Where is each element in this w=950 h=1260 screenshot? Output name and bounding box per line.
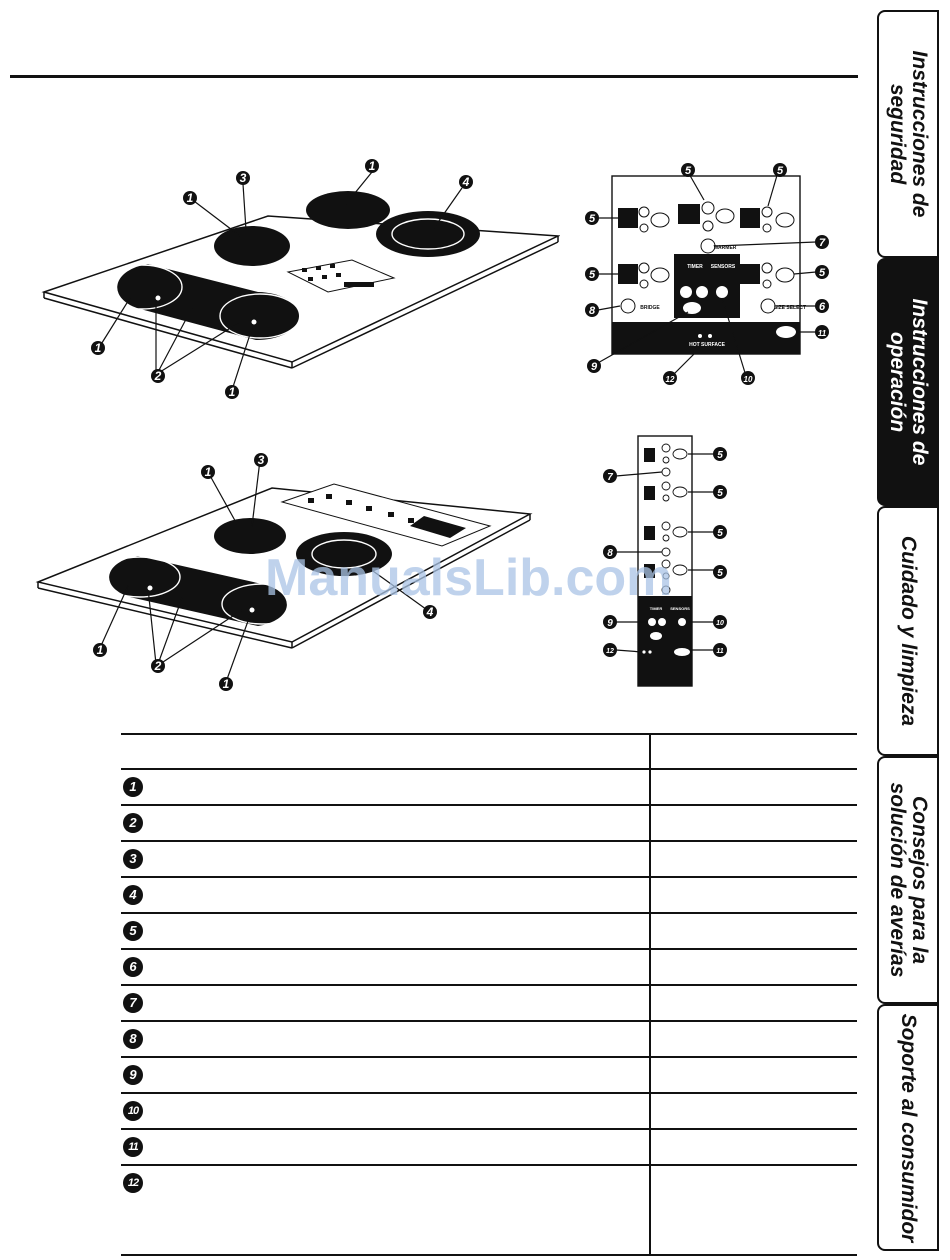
- sensors-label: SENSORS: [711, 264, 736, 270]
- callout-9: 9: [591, 361, 598, 373]
- callout-5: 5: [717, 488, 723, 499]
- callout-1: 1: [229, 385, 236, 399]
- table-row: 4: [121, 878, 857, 914]
- tab-label-line: Soporte al consumidor: [897, 1013, 920, 1242]
- tab-label-line: Cuidado y limpieza: [897, 535, 920, 727]
- callout-8: 8: [607, 548, 613, 559]
- bridge-label: BRIDGE: [640, 305, 660, 311]
- row-number: 10: [123, 1101, 143, 1121]
- callout-5: 5: [819, 267, 826, 279]
- tab-label-line: solución de averías: [886, 782, 909, 978]
- callout-1: 1: [95, 341, 102, 355]
- callout-6: 6: [819, 301, 826, 313]
- table-row: 8: [121, 1022, 857, 1058]
- callout-2: 2: [154, 369, 162, 383]
- callout-3: 3: [258, 453, 265, 467]
- row-number: 3: [123, 849, 143, 869]
- row-number: 9: [123, 1065, 143, 1085]
- row-number: 7: [123, 993, 143, 1013]
- tab-label-line: operación: [886, 331, 909, 433]
- callout-1: 1: [187, 191, 194, 205]
- callout-12: 12: [666, 375, 675, 384]
- callout-12: 12: [606, 648, 614, 655]
- callout-7: 7: [607, 472, 613, 483]
- cooktop-diagram-bottom: 1 3 4 1 2 1: [30, 450, 550, 700]
- tab-label-line: Instrucciones de: [908, 50, 931, 218]
- row-number: 4: [123, 885, 143, 905]
- callout-5: 5: [589, 269, 596, 281]
- tab-label-line: Instrucciones de: [908, 298, 931, 466]
- callout-2: 2: [154, 659, 162, 673]
- cooktop-diagram-top: 1 3 1 4 1 2 1: [30, 150, 560, 410]
- callout-5: 5: [685, 165, 692, 177]
- callout-5: 5: [777, 165, 784, 177]
- tab-label-line: seguridad: [886, 83, 909, 185]
- feature-table: 1 2 3 4 5 6 7 8 9 10 11 12: [121, 733, 857, 1256]
- row-number: 8: [123, 1029, 143, 1049]
- callout-9: 9: [607, 618, 613, 629]
- control-panel-diagram-top: TIMER SENSORS WARMER BRIDGE SIZE SELECT …: [580, 160, 830, 390]
- callout-10: 10: [716, 620, 724, 627]
- table-row: 6: [121, 950, 857, 986]
- callout-1: 1: [97, 643, 104, 657]
- callout-1: 1: [223, 677, 230, 691]
- tab-soporte-al-consumidor[interactable]: Soporte al consumidor: [877, 1004, 939, 1251]
- callout-5: 5: [717, 450, 723, 461]
- callout-5: 5: [717, 568, 723, 579]
- table-row: 10: [121, 1094, 857, 1130]
- callout-1: 1: [369, 159, 376, 173]
- hot-surface-label: HOT SURFACE: [689, 342, 726, 348]
- callout-5: 5: [717, 528, 723, 539]
- table-row: 2: [121, 806, 857, 842]
- tab-label-line: Consejos para la: [908, 795, 931, 965]
- table-row: 7: [121, 986, 857, 1022]
- row-number: 12: [123, 1173, 143, 1193]
- row-number: 11: [123, 1137, 143, 1157]
- warmer-label: WARMER: [714, 245, 737, 251]
- row-number: 2: [123, 813, 143, 833]
- table-row: 12: [121, 1166, 857, 1256]
- control-panel-diagram-bottom: TIMER SENSORS 5 5 5 5 7 8 9 10 12 11: [590, 432, 740, 692]
- row-number: 5: [123, 921, 143, 941]
- callout-4: 4: [462, 175, 470, 189]
- timer-label: TIMER: [650, 606, 663, 611]
- callout-3: 3: [240, 171, 247, 185]
- table-row: 5: [121, 914, 857, 950]
- table-row: 9: [121, 1058, 857, 1094]
- callout-5: 5: [589, 213, 596, 225]
- tab-cuidado-y-limpieza[interactable]: Cuidado y limpieza: [877, 506, 939, 756]
- callout-1: 1: [205, 465, 212, 479]
- callout-11: 11: [716, 648, 723, 655]
- table-header: [121, 733, 857, 770]
- table-row: 3: [121, 842, 857, 878]
- timer-label: TIMER: [687, 264, 703, 270]
- callout-8: 8: [589, 305, 596, 317]
- callout-4: 4: [426, 605, 434, 619]
- top-rule: [10, 75, 858, 78]
- sensors-label: SENSORS: [670, 606, 690, 611]
- callout-11: 11: [818, 329, 827, 338]
- table-row: 11: [121, 1130, 857, 1166]
- row-number: 6: [123, 957, 143, 977]
- callout-7: 7: [819, 237, 826, 249]
- size-select-label: SIZE SELECT: [774, 305, 806, 311]
- row-number: 1: [123, 777, 143, 797]
- callout-10: 10: [744, 375, 753, 384]
- table-row: 1: [121, 770, 857, 806]
- watermark: ManualsLib.com: [265, 549, 673, 607]
